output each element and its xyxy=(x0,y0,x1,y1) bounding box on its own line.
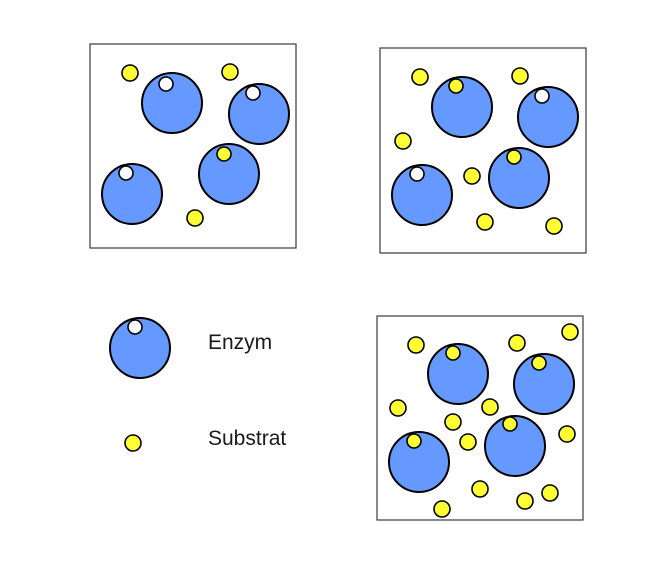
panel-2-enzyme xyxy=(488,147,550,209)
free-substrate xyxy=(545,217,563,235)
panel-2-enzyme xyxy=(391,164,453,226)
free-substrate xyxy=(186,209,204,227)
enzyme-circle xyxy=(513,353,575,415)
free-substrate xyxy=(389,399,407,417)
enzyme-circle xyxy=(198,143,260,205)
free-substrate xyxy=(471,480,489,498)
legend-active-site xyxy=(127,319,143,335)
panel-3-enzyme xyxy=(388,431,450,493)
free-substrate xyxy=(541,484,559,502)
free-substrate xyxy=(481,398,499,416)
panel-2 xyxy=(379,47,587,254)
bound-substrate xyxy=(448,78,464,94)
legend-enzyme: Enzym xyxy=(109,317,272,379)
free-substrate xyxy=(508,334,526,352)
free-substrate xyxy=(463,167,481,185)
enzyme-circle xyxy=(228,83,290,145)
enzyme-circle xyxy=(484,415,546,477)
enzyme-circle xyxy=(388,431,450,493)
legend-substrate: Substrat xyxy=(124,427,286,452)
free-substrate xyxy=(407,336,425,354)
enzyme-circle xyxy=(101,163,163,225)
enzyme-circle xyxy=(427,343,489,405)
panel-1-enzyme xyxy=(228,83,290,145)
enzyme-circle xyxy=(517,86,579,148)
active-site-empty xyxy=(118,165,134,181)
legend: Enzym Substrat xyxy=(109,317,286,452)
active-site-empty xyxy=(245,85,261,101)
active-site-empty xyxy=(158,76,174,92)
panel-3-enzyme xyxy=(427,343,489,405)
bound-substrate xyxy=(406,433,422,449)
enzyme-circle xyxy=(488,147,550,209)
active-site-empty xyxy=(534,88,550,104)
bound-substrate xyxy=(531,355,547,371)
free-substrate xyxy=(459,433,477,451)
free-substrate xyxy=(558,425,576,443)
free-substrate xyxy=(121,64,139,82)
panel-3-enzyme xyxy=(513,353,575,415)
panel-1 xyxy=(89,43,297,249)
free-substrate xyxy=(394,132,412,150)
free-substrate xyxy=(511,67,529,85)
legend-substrate-label: Substrat xyxy=(208,427,286,450)
enzyme-circle xyxy=(431,76,493,138)
free-substrate xyxy=(433,500,451,518)
legend-enzyme-icon xyxy=(109,317,171,379)
legend-substrate-icon xyxy=(124,434,142,452)
active-site-empty xyxy=(409,166,425,182)
bound-substrate xyxy=(506,149,522,165)
free-substrate xyxy=(444,413,462,431)
panel-3 xyxy=(376,315,584,521)
free-substrate xyxy=(221,63,239,81)
free-substrate xyxy=(411,68,429,86)
free-substrate xyxy=(516,492,534,510)
panel-1-enzyme xyxy=(101,163,163,225)
free-substrate xyxy=(561,323,579,341)
panel-2-enzyme xyxy=(517,86,579,148)
free-substrate xyxy=(476,213,494,231)
legend-enzyme-label: Enzym xyxy=(208,331,272,354)
bound-substrate xyxy=(445,345,461,361)
enzyme-circle xyxy=(391,164,453,226)
enzyme-circle xyxy=(141,72,203,134)
bound-substrate xyxy=(502,416,518,432)
panel-2-enzyme xyxy=(431,76,493,138)
panel-3-enzyme xyxy=(484,415,546,477)
panel-1-enzyme xyxy=(141,72,203,134)
bound-substrate xyxy=(216,146,232,162)
panel-1-enzyme xyxy=(198,143,260,205)
